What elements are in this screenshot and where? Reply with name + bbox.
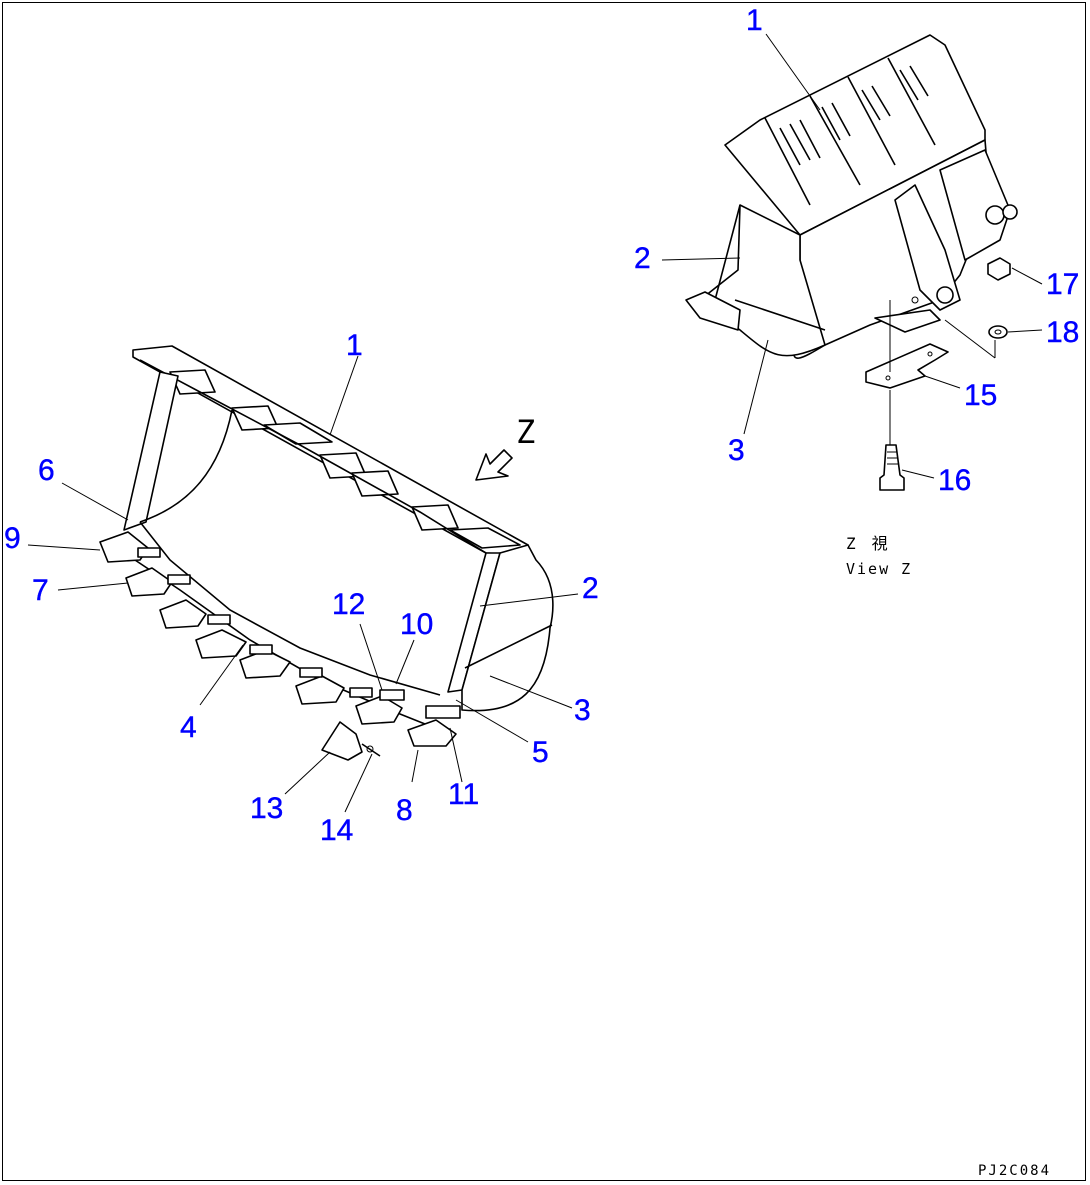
washer-18	[988, 325, 1008, 339]
front-cutting-edge	[139, 521, 441, 696]
callout-front-1: 1	[346, 329, 363, 362]
callout-rear-18: 18	[1046, 316, 1079, 349]
callout-rear-3: 3	[728, 434, 745, 467]
leader-lines	[27, 33, 1043, 813]
rear-bucket	[685, 34, 1018, 491]
callout-front-11: 11	[448, 778, 479, 811]
callout-front-12: 12	[332, 588, 365, 621]
front-teeth	[99, 531, 457, 747]
callout-front-5: 5	[532, 736, 549, 769]
rear-ribs	[764, 57, 936, 206]
front-right-body	[461, 544, 554, 712]
callout-front-2: 2	[582, 572, 599, 605]
callout-front-3: 3	[574, 694, 591, 727]
bolt-16	[879, 444, 905, 491]
callout-front-6: 6	[38, 454, 55, 487]
view-arrow: Z	[475, 413, 535, 481]
rear-callouts: 1 2 3 15 16 17 18	[634, 4, 1080, 497]
nut-17	[987, 257, 1011, 281]
callout-front-4: 4	[180, 711, 197, 744]
callout-rear-17: 17	[1046, 268, 1079, 301]
callout-front-14: 14	[320, 814, 353, 847]
callout-front-10: 10	[400, 608, 433, 641]
front-callouts: 1 2 3 4 5 6 7 8 9 10 11 12 13 14	[4, 329, 599, 847]
callout-rear-16: 16	[938, 464, 971, 497]
plate-15	[865, 343, 949, 389]
callout-rear-2: 2	[634, 242, 651, 275]
front-left-side-plate	[123, 371, 179, 531]
callout-front-9: 9	[4, 522, 21, 555]
view-arrow-icon	[475, 449, 513, 481]
callout-front-13: 13	[250, 792, 283, 825]
callout-front-7: 7	[32, 574, 49, 607]
callout-rear-15: 15	[964, 379, 997, 412]
front-bucket	[99, 345, 554, 761]
view-caption-en: View Z	[846, 560, 912, 578]
drawing-code: PJ2C084	[978, 1163, 1051, 1179]
view-arrow-label: Z	[516, 413, 535, 451]
loose-tooth	[321, 721, 363, 761]
loose-pin	[361, 743, 381, 757]
rear-bracket	[894, 184, 961, 311]
callout-rear-1: 1	[746, 4, 763, 37]
callout-front-8: 8	[396, 794, 413, 827]
view-caption-jp: Z 視	[846, 534, 888, 553]
front-adapters	[137, 547, 461, 719]
